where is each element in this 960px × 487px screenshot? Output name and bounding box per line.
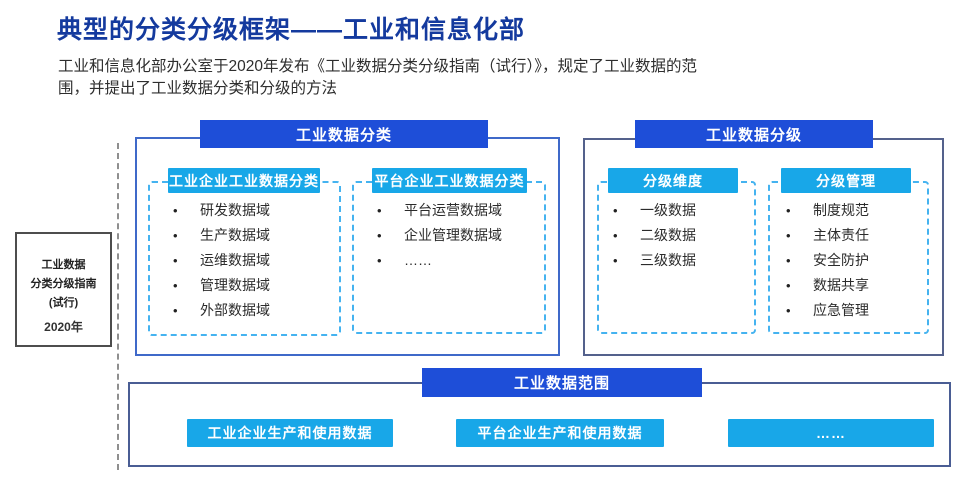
list-item: 生产数据域 xyxy=(168,223,270,248)
grading-management-header: 分级管理 xyxy=(781,168,911,193)
grading-dimension-header: 分级维度 xyxy=(608,168,738,193)
list-item: 研发数据域 xyxy=(168,198,270,223)
list-item: 制度规范 xyxy=(781,198,869,223)
list-item: 运维数据域 xyxy=(168,248,270,273)
list-item: 平台运营数据域 xyxy=(372,198,502,223)
list-item: 外部数据域 xyxy=(168,298,270,323)
scope-box-platform-enterprise: 平台企业生产和使用数据 xyxy=(456,419,664,447)
industrial-enterprise-classification-header: 工业企业工业数据分类 xyxy=(168,168,320,193)
list-item: 安全防护 xyxy=(781,248,869,273)
vertical-dashed-separator xyxy=(117,143,119,470)
list-item: 三级数据 xyxy=(608,248,696,273)
guide-title-line-2: 分类分级指南 xyxy=(30,278,97,290)
grading-management-list: 制度规范 主体责任 安全防护 数据共享 应急管理 xyxy=(781,198,869,323)
list-item: 管理数据域 xyxy=(168,273,270,298)
list-item: 企业管理数据域 xyxy=(372,223,502,248)
grading-header: 工业数据分级 xyxy=(635,120,873,148)
guide-document-box: 工业数据 分类分级指南 (试行) 2020年 xyxy=(15,232,112,347)
scope-box-industrial-enterprise: 工业企业生产和使用数据 xyxy=(187,419,393,447)
classification-header: 工业数据分类 xyxy=(200,120,488,148)
scope-box-ellipsis: …… xyxy=(728,419,934,447)
page-subtitle: 工业和信息化部办公室于2020年发布《工业数据分类分级指南（试行）》，规定了工业… xyxy=(58,56,918,100)
guide-title-line-3: (试行) xyxy=(48,297,79,309)
list-item: 主体责任 xyxy=(781,223,869,248)
platform-enterprise-classification-list: 平台运营数据域 企业管理数据域 …… xyxy=(372,198,502,273)
list-item: 二级数据 xyxy=(608,223,696,248)
platform-enterprise-classification-header: 平台企业工业数据分类 xyxy=(372,168,527,193)
list-item: 一级数据 xyxy=(608,198,696,223)
list-item: …… xyxy=(372,248,502,273)
grading-dimension-list: 一级数据 二级数据 三级数据 xyxy=(608,198,696,273)
list-item: 应急管理 xyxy=(781,298,869,323)
list-item: 数据共享 xyxy=(781,273,869,298)
guide-document-year: 2020年 xyxy=(44,320,83,334)
industrial-enterprise-classification-list: 研发数据域 生产数据域 运维数据域 管理数据域 外部数据域 xyxy=(168,198,270,323)
subtitle-line-2: 围，并提出了工业数据分类和分级的方法 xyxy=(58,80,338,97)
guide-title-line-1: 工业数据 xyxy=(41,259,86,271)
scope-header: 工业数据范围 xyxy=(422,368,702,397)
subtitle-line-1: 工业和信息化部办公室于2020年发布《工业数据分类分级指南（试行）》，规定了工业… xyxy=(58,58,697,75)
page-title: 典型的分类分级框架——工业和信息化部 xyxy=(57,16,526,44)
guide-document-title: 工业数据 分类分级指南 (试行) xyxy=(31,256,97,313)
